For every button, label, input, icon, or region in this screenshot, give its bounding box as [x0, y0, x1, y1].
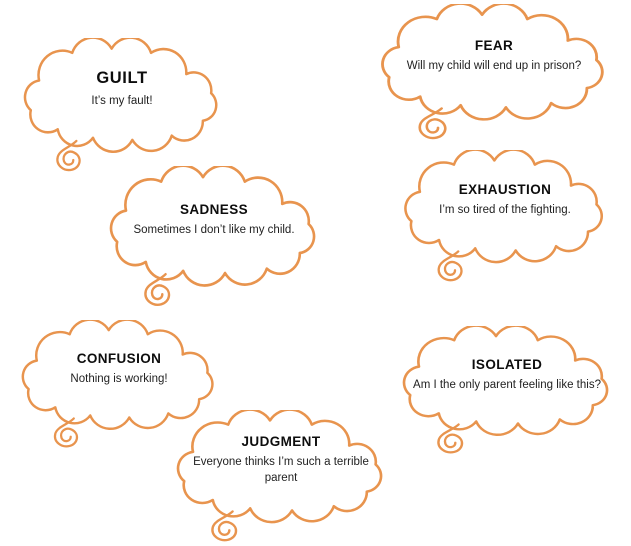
- cloud-shape: [404, 150, 604, 282]
- thought-bubble-guilt: GUILT It’s my fault!: [8, 38, 236, 176]
- cloud-shape: [402, 326, 609, 454]
- bubble-text-block: FEAR Will my child will end up in prison…: [387, 12, 602, 99]
- bubble-title: GUILT: [96, 68, 148, 87]
- bubble-title: JUDGMENT: [241, 434, 321, 450]
- thought-bubble-sadness: SADNESS Sometimes I don’t like my child.: [93, 166, 335, 311]
- bubble-text-block: CONFUSION Nothing is working!: [26, 328, 211, 410]
- bubble-line: Everyone thinks I’m such a terrible pare…: [193, 456, 369, 485]
- bubble-title: FEAR: [474, 37, 514, 53]
- cloud-shape: [176, 410, 383, 542]
- thought-bubble-judgment: JUDGMENT Everyone thinks I’m such a terr…: [160, 410, 402, 546]
- curl-tail-icon: [437, 423, 464, 454]
- bubble-line: Am I the only parent feeling like this?: [413, 378, 601, 391]
- curl-tail-icon: [211, 510, 238, 542]
- bubble-text-block: ISOLATED Am I the only parent feeling li…: [408, 334, 606, 416]
- bubble-title: EXHAUSTION: [458, 182, 552, 198]
- bubble-line: It’s my fault!: [91, 94, 153, 107]
- bubble-text-block: SADNESS Sometimes I don’t like my child.: [115, 175, 313, 265]
- cloud-shape: [109, 166, 316, 306]
- thought-bubble-exhaustion: EXHAUSTION I’m so tired of the fighting.: [388, 150, 622, 286]
- bubble-text-block: GUILT It’s my fault!: [29, 46, 216, 132]
- bubble-title: CONFUSION: [76, 350, 162, 366]
- curl-tail-icon: [418, 107, 447, 140]
- thought-bubble-isolated: ISOLATED Am I the only parent feeling li…: [386, 326, 628, 458]
- curl-tail-icon: [53, 417, 79, 448]
- thought-bubble-fear: FEAR Will my child will end up in prison…: [363, 4, 625, 144]
- cloud-shape: [23, 38, 218, 172]
- bubble-title: SADNESS: [179, 201, 249, 217]
- bubble-line: Will my child will end up in prison?: [406, 59, 582, 72]
- bubble-title: ISOLATED: [471, 356, 543, 372]
- bubble-text-block: JUDGMENT Everyone thinks I’m such a terr…: [182, 418, 380, 502]
- cloud-shape: [21, 320, 214, 448]
- curl-tail-icon: [56, 139, 81, 172]
- bubble-line: Nothing is working!: [70, 372, 168, 385]
- curl-tail-icon: [437, 250, 463, 282]
- cloud-shape: [381, 4, 604, 140]
- curl-tail-icon: [144, 272, 171, 306]
- bubble-line: I’m so tired of the fighting.: [439, 204, 571, 217]
- bubble-text-block: EXHAUSTION I’m so tired of the fighting.: [409, 158, 601, 242]
- bubble-line: Sometimes I don’t like my child.: [133, 223, 295, 236]
- thought-bubble-confusion: CONFUSION Nothing is working!: [6, 320, 232, 452]
